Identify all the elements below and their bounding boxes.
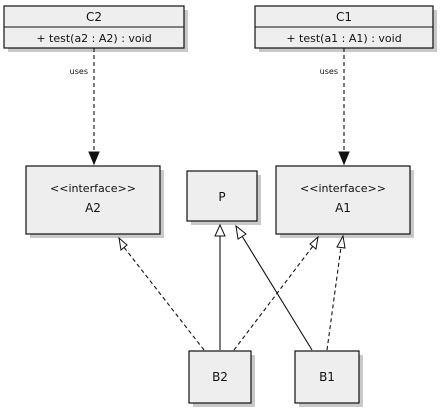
b2-realizes-a1-line (233, 245, 314, 351)
class-p[interactable]: P (186, 170, 261, 225)
class-b1[interactable]: B1 (294, 350, 363, 407)
b1-extends-p-line (241, 235, 313, 351)
class-b1-name: B1 (319, 370, 335, 384)
class-c1-name: C1 (336, 10, 352, 24)
class-c1-operation: + test(a1 : A1) : void (286, 32, 401, 45)
b2-realizes-a2-line (122, 245, 205, 351)
b2-realizes-a2-arrowhead (118, 236, 128, 251)
interface-a1[interactable]: <<interface>> A1 (275, 165, 414, 238)
b1-realizes-a1-line (326, 246, 342, 351)
interface-a2-name: A2 (85, 201, 101, 215)
interface-a1-stereotype: <<interface>> (300, 182, 386, 195)
class-b2-name: B2 (212, 370, 228, 384)
class-c2-operation: + test(a2 : A2) : void (36, 32, 151, 45)
class-b2[interactable]: B2 (188, 350, 255, 407)
c1-uses-label: uses (320, 67, 338, 76)
interface-a2-stereotype: <<interface>> (50, 182, 136, 195)
interface-a2[interactable]: <<interface>> A2 (25, 165, 164, 238)
relation-b2-realizes-a2 (118, 236, 205, 351)
b2-extends-p-arrowhead (214, 223, 226, 237)
b2-realizes-a1-arrowhead (309, 235, 319, 250)
relation-b2-realizes-a1 (233, 235, 319, 351)
c2-uses-label: uses (70, 67, 88, 76)
class-c1[interactable]: C1 + test(a1 : A1) : void (254, 5, 437, 52)
c1-uses-a1-arrowhead (338, 151, 350, 166)
b1-realizes-a1-arrowhead (336, 234, 346, 249)
relation-c2-uses-a2: uses (70, 48, 100, 166)
relation-b2-extends-p (214, 223, 226, 350)
relation-c1-uses-a1: uses (320, 48, 350, 166)
class-p-name: P (218, 190, 225, 204)
class-c2[interactable]: C2 + test(a2 : A2) : void (3, 5, 188, 52)
relation-b1-extends-p (235, 224, 313, 351)
b1-extends-p-arrowhead (235, 224, 247, 240)
c2-uses-a2-arrowhead (88, 151, 100, 166)
class-c2-name: C2 (86, 10, 102, 24)
relation-b1-realizes-a1 (326, 234, 346, 351)
interface-a1-name: A1 (335, 201, 351, 215)
